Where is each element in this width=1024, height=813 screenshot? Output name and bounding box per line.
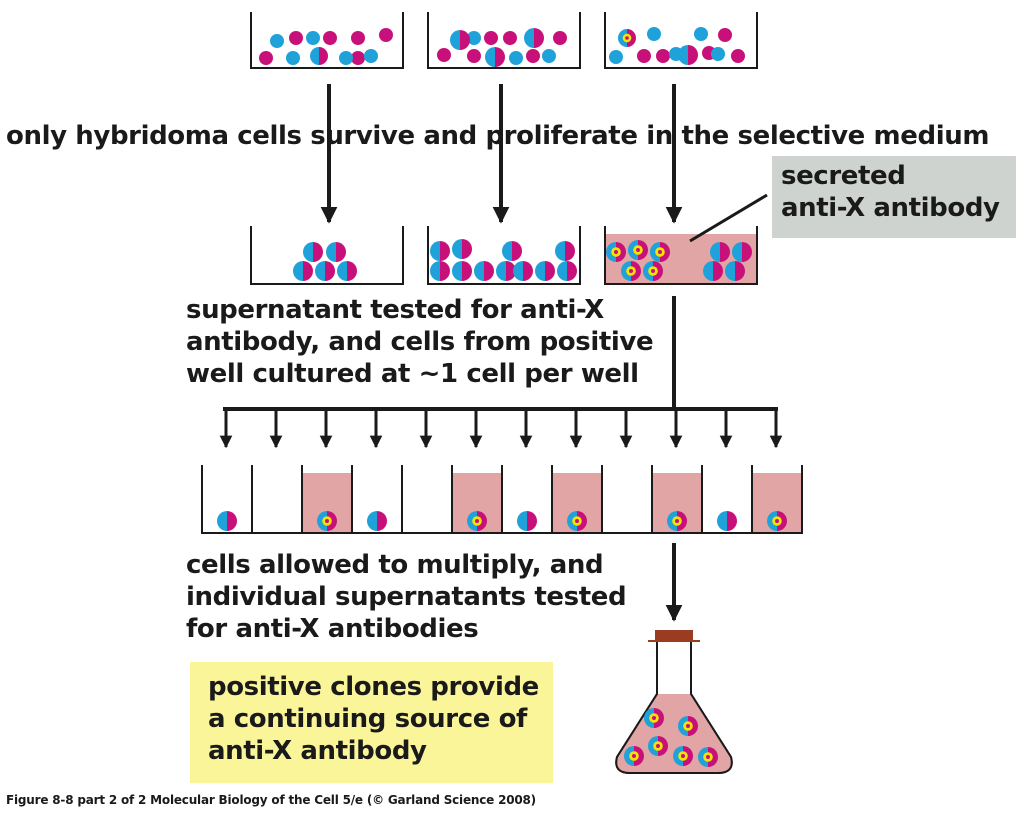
hybridoma-cell-icon: [517, 511, 537, 531]
callout-pointer-line: [689, 193, 768, 243]
magenta-cell-icon: [484, 31, 498, 45]
hybridoma-cell-icon: [217, 511, 237, 531]
hybridoma-cell-icon: [430, 241, 450, 261]
antibody-secreting-cell-icon: [667, 511, 687, 531]
single-cell-well-row: [201, 465, 803, 622]
magenta-cell-icon: [379, 28, 393, 42]
antibody-secreting-cell-icon: [628, 240, 648, 260]
blue-cell-icon: [694, 27, 708, 41]
antibody-secreting-cell-icon: [621, 261, 641, 281]
magenta-cell-icon: [526, 49, 540, 63]
blue-cell-icon: [339, 51, 353, 65]
selection-arrows: [320, 84, 683, 224]
antibody-secreting-cell-icon: [317, 511, 337, 531]
hybridoma-cell-icon: [452, 261, 472, 281]
blue-cell-icon: [270, 34, 284, 48]
blue-cell-icon: [306, 31, 320, 45]
antibody-secreting-cell-icon: [606, 242, 626, 262]
antibody-secreting-cell-icon: [673, 746, 693, 766]
magenta-cell-icon: [437, 48, 451, 62]
callout-pointer: [689, 193, 768, 243]
antibody-secreting-cell-icon: [767, 511, 787, 531]
antibody-secreting-cell-icon: [567, 511, 587, 531]
selection-label: only hybridoma cells survive and prolife…: [6, 121, 990, 151]
hybridoma-cell-icon: [315, 261, 335, 281]
hybridoma-well-1: [250, 226, 404, 285]
antibody-secreting-cell-icon: [643, 261, 663, 281]
antibody-secreting-cell-icon: [648, 736, 668, 756]
hybridoma-cell-icon: [337, 261, 357, 281]
blue-cell-icon: [542, 49, 556, 63]
single-cell-well: [251, 465, 303, 534]
hybridoma-cell-icon: [502, 241, 522, 261]
magenta-cell-icon: [637, 49, 651, 63]
selected-hybridoma-wells: [250, 226, 758, 285]
hybridoma-cell-icon: [452, 239, 472, 259]
hybridoma-cell-icon: [535, 261, 555, 281]
blue-cell-icon: [647, 27, 661, 41]
positive-clones-box: positive clones provide a continuing sou…: [190, 662, 553, 783]
magenta-cell-icon: [503, 31, 517, 45]
antibody-secreting-cell-icon: [644, 708, 664, 728]
antibody-secreting-cell-icon: [650, 242, 670, 262]
hybridoma-cell-icon: [513, 261, 533, 281]
hybridoma-cell-icon: [717, 511, 737, 531]
blue-cell-icon: [467, 31, 481, 45]
hybridoma-cell-icon: [485, 47, 505, 67]
blue-cell-icon: [711, 47, 725, 61]
antibody-secreting-cell-icon: [678, 716, 698, 736]
antibody-secreting-cell-icon: [624, 746, 644, 766]
hybridoma-cell-icon: [725, 261, 745, 281]
fusion-well-2: [427, 12, 581, 69]
hybridoma-cell-icon: [450, 30, 470, 50]
hybridoma-cell-icon: [555, 241, 575, 261]
hybridoma-cell-icon: [524, 28, 544, 48]
fusion-well-3: [604, 12, 758, 69]
fusion-well-1: [250, 12, 404, 69]
screening-label: supernatant tested for anti-X antibody, …: [186, 295, 654, 390]
magenta-cell-icon: [289, 31, 303, 45]
hybridoma-cell-icon: [557, 261, 577, 281]
figure-caption: Figure 8-8 part 2 of 2 Molecular Biology…: [6, 793, 536, 807]
blue-cell-icon: [509, 51, 523, 65]
hybridoma-cell-icon: [496, 261, 516, 281]
hybridoma-cell-icon: [678, 45, 698, 65]
hybridoma-cell-icon: [710, 242, 730, 262]
hybridoma-cell-icon: [703, 261, 723, 281]
magenta-cell-icon: [323, 31, 337, 45]
magenta-cell-icon: [351, 31, 365, 45]
hybridoma-cell-icon: [326, 242, 346, 262]
hybridoma-cell-icon: [430, 261, 450, 281]
initial-fusion-wells: [250, 12, 758, 69]
distribution-arrows: [219, 296, 783, 449]
magenta-cell-icon: [656, 49, 670, 63]
single-cell-well: [401, 465, 453, 534]
hybridoma-well-2: [427, 226, 581, 285]
magenta-cell-icon: [467, 49, 481, 63]
magenta-cell-icon: [553, 31, 567, 45]
single-cell-well: [601, 465, 653, 534]
blue-cell-icon: [364, 49, 378, 63]
multiply-label: cells allowed to multiply, and individua…: [186, 550, 627, 645]
flask-cap: [655, 630, 693, 642]
antibody-secreting-cell-icon: [467, 511, 487, 531]
antibody-secreting-cell-icon: [618, 29, 636, 47]
hybridoma-cell-icon: [732, 242, 752, 262]
flask-outline: [615, 639, 733, 774]
blue-cell-icon: [609, 50, 623, 64]
magenta-cell-icon: [351, 51, 365, 65]
hybridoma-cell-icon: [293, 261, 313, 281]
hybridoma-cell-icon: [367, 511, 387, 531]
magenta-cell-icon: [731, 49, 745, 63]
culture-flask-icon: [615, 630, 733, 774]
antibody-callout: secreted anti-X antibody: [772, 156, 1016, 238]
hybridoma-cell-icon: [310, 47, 328, 65]
blue-cell-icon: [286, 51, 300, 65]
antibody-secreting-cell-icon: [698, 747, 718, 767]
magenta-cell-icon: [259, 51, 273, 65]
hybridoma-cell-icon: [303, 242, 323, 262]
magenta-cell-icon: [718, 28, 732, 42]
hybridoma-cell-icon: [474, 261, 494, 281]
